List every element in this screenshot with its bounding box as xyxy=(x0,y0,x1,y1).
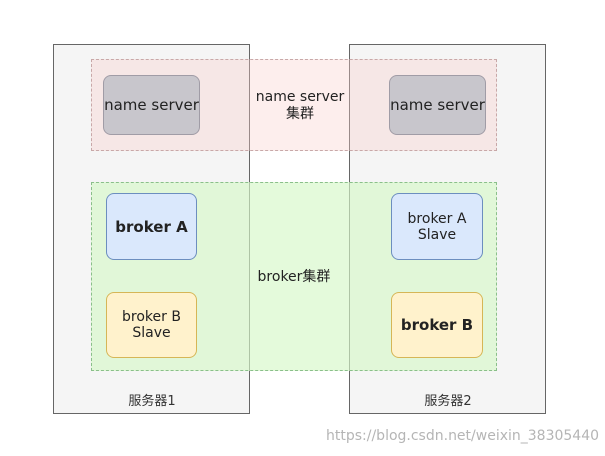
broker-b-slave-line2: Slave xyxy=(132,325,171,341)
broker-cluster-label: broker集群 xyxy=(257,269,331,285)
nameserver-node-1: name server xyxy=(103,75,200,135)
broker-a-master-node: broker A xyxy=(106,193,197,260)
broker-b-slave-line1: broker B xyxy=(122,309,181,325)
nameserver-cluster-label-line1: name server xyxy=(255,89,345,105)
server-2-label: 服务器2 xyxy=(424,394,472,409)
broker-a-slave-line2: Slave xyxy=(417,226,457,243)
broker-a-slave-node: broker A Slave xyxy=(391,193,483,260)
broker-b-master-node: broker B xyxy=(391,292,483,358)
nameserver-node-2: name server xyxy=(389,75,486,135)
watermark-text: https://blog.csdn.net/weixin_38305440 xyxy=(326,428,600,444)
broker-a-slave-line1: broker A xyxy=(407,210,467,227)
server-1-label: 服务器1 xyxy=(128,394,176,409)
broker-b-slave-node: broker B Slave xyxy=(106,292,197,358)
nameserver-cluster-label-line2: 集群 xyxy=(286,106,314,122)
nameserver-cluster-label: name server 集群 xyxy=(240,88,360,124)
